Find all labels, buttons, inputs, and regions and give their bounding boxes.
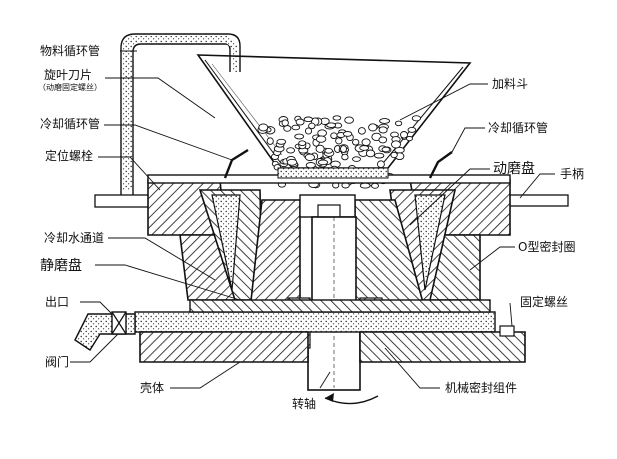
- granule: [304, 127, 313, 135]
- label-blade-note: （动磨固定螺丝）: [38, 82, 102, 92]
- label-handle: 手柄: [560, 167, 584, 181]
- granule: [315, 144, 325, 153]
- cooling-water-channel: [211, 194, 446, 291]
- granule: [342, 131, 353, 137]
- label-valve: 阀门: [45, 354, 69, 369]
- moving-disc-rotor: [249, 194, 427, 311]
- granule: [308, 122, 316, 130]
- material-circulation-pipe: [120, 33, 241, 195]
- shell-base: [139, 299, 526, 363]
- granule: [378, 126, 388, 134]
- granule: [394, 120, 403, 127]
- bottom-chamber: [134, 311, 496, 333]
- granule: [298, 140, 307, 147]
- granule: [344, 116, 354, 124]
- granule: [324, 147, 333, 154]
- granule: [365, 149, 376, 158]
- granule: [359, 182, 371, 189]
- label-shell: 壳体: [140, 381, 164, 395]
- granule: [359, 145, 370, 151]
- granule: [258, 123, 269, 132]
- granule: [371, 182, 379, 189]
- granule: [357, 127, 366, 135]
- granule: [286, 158, 298, 166]
- granule: [352, 138, 360, 146]
- material-granules: [257, 115, 422, 189]
- label-mech-seal: 机械密封组件: [445, 380, 517, 395]
- granule: [368, 123, 378, 132]
- granule: [361, 138, 371, 147]
- granule: [406, 135, 413, 142]
- granule: [266, 137, 274, 145]
- label-moving-disc: 动磨盘: [493, 160, 535, 177]
- top-cover: [147, 167, 511, 184]
- valve[interactable]: [111, 311, 127, 335]
- granule: [326, 122, 337, 128]
- label-locating-bolt: 定位螺栓: [45, 148, 93, 163]
- labels: 物料循环管 旋叶刀片 （动磨固定螺丝） 冷却循环管 定位螺栓 冷却水通道 静磨盘…: [38, 43, 584, 411]
- granule: [374, 152, 385, 159]
- hopper: [196, 54, 472, 169]
- granule: [376, 160, 385, 169]
- fixing-screw: [499, 325, 515, 337]
- label-material-pipe: 物料循环管: [40, 43, 100, 58]
- granule: [304, 153, 315, 162]
- granule: [276, 138, 287, 145]
- label-cooling-channel: 冷却水通道: [44, 231, 104, 245]
- granule: [391, 140, 401, 149]
- granule: [294, 133, 305, 140]
- leader-lines: [70, 50, 555, 389]
- handle[interactable]: [507, 194, 569, 207]
- granule: [390, 151, 398, 159]
- cooling-pipe-right: [428, 151, 453, 179]
- left-handle-bar: [94, 194, 156, 208]
- cooling-pipe-left: [223, 148, 249, 179]
- granule: [281, 119, 289, 127]
- label-fix-screw: 固定螺丝: [520, 294, 568, 309]
- rotation-arrow: [324, 393, 379, 405]
- granule: [286, 147, 296, 154]
- label-static-disc: 静磨盘: [40, 257, 82, 274]
- granule: [291, 124, 301, 131]
- label-cooling-pipe-right: 冷却循环管: [488, 120, 548, 135]
- granule: [407, 126, 417, 133]
- label-outlet: 出口: [45, 295, 69, 309]
- granule: [317, 159, 329, 166]
- granule: [315, 135, 327, 143]
- granule: [400, 131, 408, 139]
- granule: [378, 136, 388, 144]
- label-cooling-pipe-left: 冷却循环管: [40, 116, 100, 131]
- granule: [330, 132, 338, 140]
- granule: [379, 118, 391, 124]
- granule: [332, 115, 342, 121]
- label-hopper: 加料斗: [492, 77, 528, 91]
- granule: [341, 153, 349, 161]
- label-oring: O型密封圈: [518, 239, 575, 254]
- granule: [340, 145, 347, 153]
- granule: [335, 137, 343, 145]
- granule: [303, 116, 313, 123]
- granule: [411, 115, 422, 122]
- granule: [381, 146, 391, 153]
- granule: [305, 162, 316, 169]
- granule: [352, 156, 361, 162]
- label-shaft: 转轴: [292, 396, 316, 411]
- granule: [295, 118, 305, 126]
- label-blade: 旋叶刀片: [44, 68, 92, 82]
